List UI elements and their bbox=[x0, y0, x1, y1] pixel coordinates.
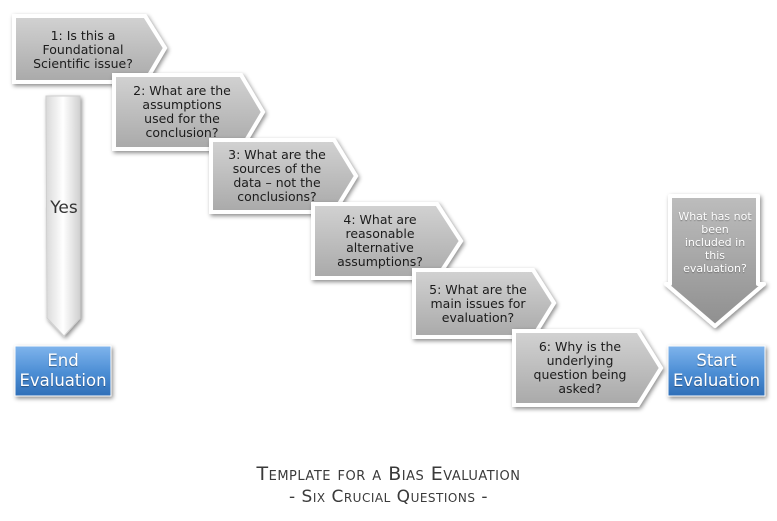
step-3-text: 3: What are the sources of the data – no… bbox=[228, 147, 326, 204]
step-shape-4 bbox=[311, 202, 464, 280]
step-shape-2 bbox=[112, 73, 266, 151]
callout-question: What has not been included in this evalu… bbox=[678, 210, 752, 275]
step-shape-3 bbox=[209, 138, 359, 214]
step-shape-5 bbox=[412, 268, 557, 339]
caption-title: Template for a Bias Evaluation bbox=[256, 463, 521, 485]
step-shape-6 bbox=[512, 329, 664, 407]
step-shape-1 bbox=[12, 14, 168, 84]
step-4-text: 4: What are reasonable alternative assum… bbox=[337, 212, 423, 269]
start-evaluation-button[interactable]: Start Evaluation bbox=[672, 351, 761, 390]
yes-arrow bbox=[45, 95, 81, 337]
step-2-text: 2: What are the assumptions used for the… bbox=[133, 83, 231, 140]
step-5-text: 5: What are the main issues for evaluati… bbox=[429, 282, 527, 325]
caption-subtitle: - Six Crucial Questions - bbox=[288, 487, 488, 507]
end-evaluation-button[interactable]: End Evaluation bbox=[19, 351, 107, 390]
end-button-shape bbox=[14, 345, 112, 397]
callout-arrow bbox=[664, 194, 766, 328]
yes-label: Yes bbox=[50, 198, 78, 218]
step-1-text: 1: Is this a Foundational Scientific iss… bbox=[33, 28, 133, 71]
start-button-shape bbox=[667, 345, 766, 397]
step-6-text: 6: Why is the underlying question being … bbox=[533, 339, 627, 396]
